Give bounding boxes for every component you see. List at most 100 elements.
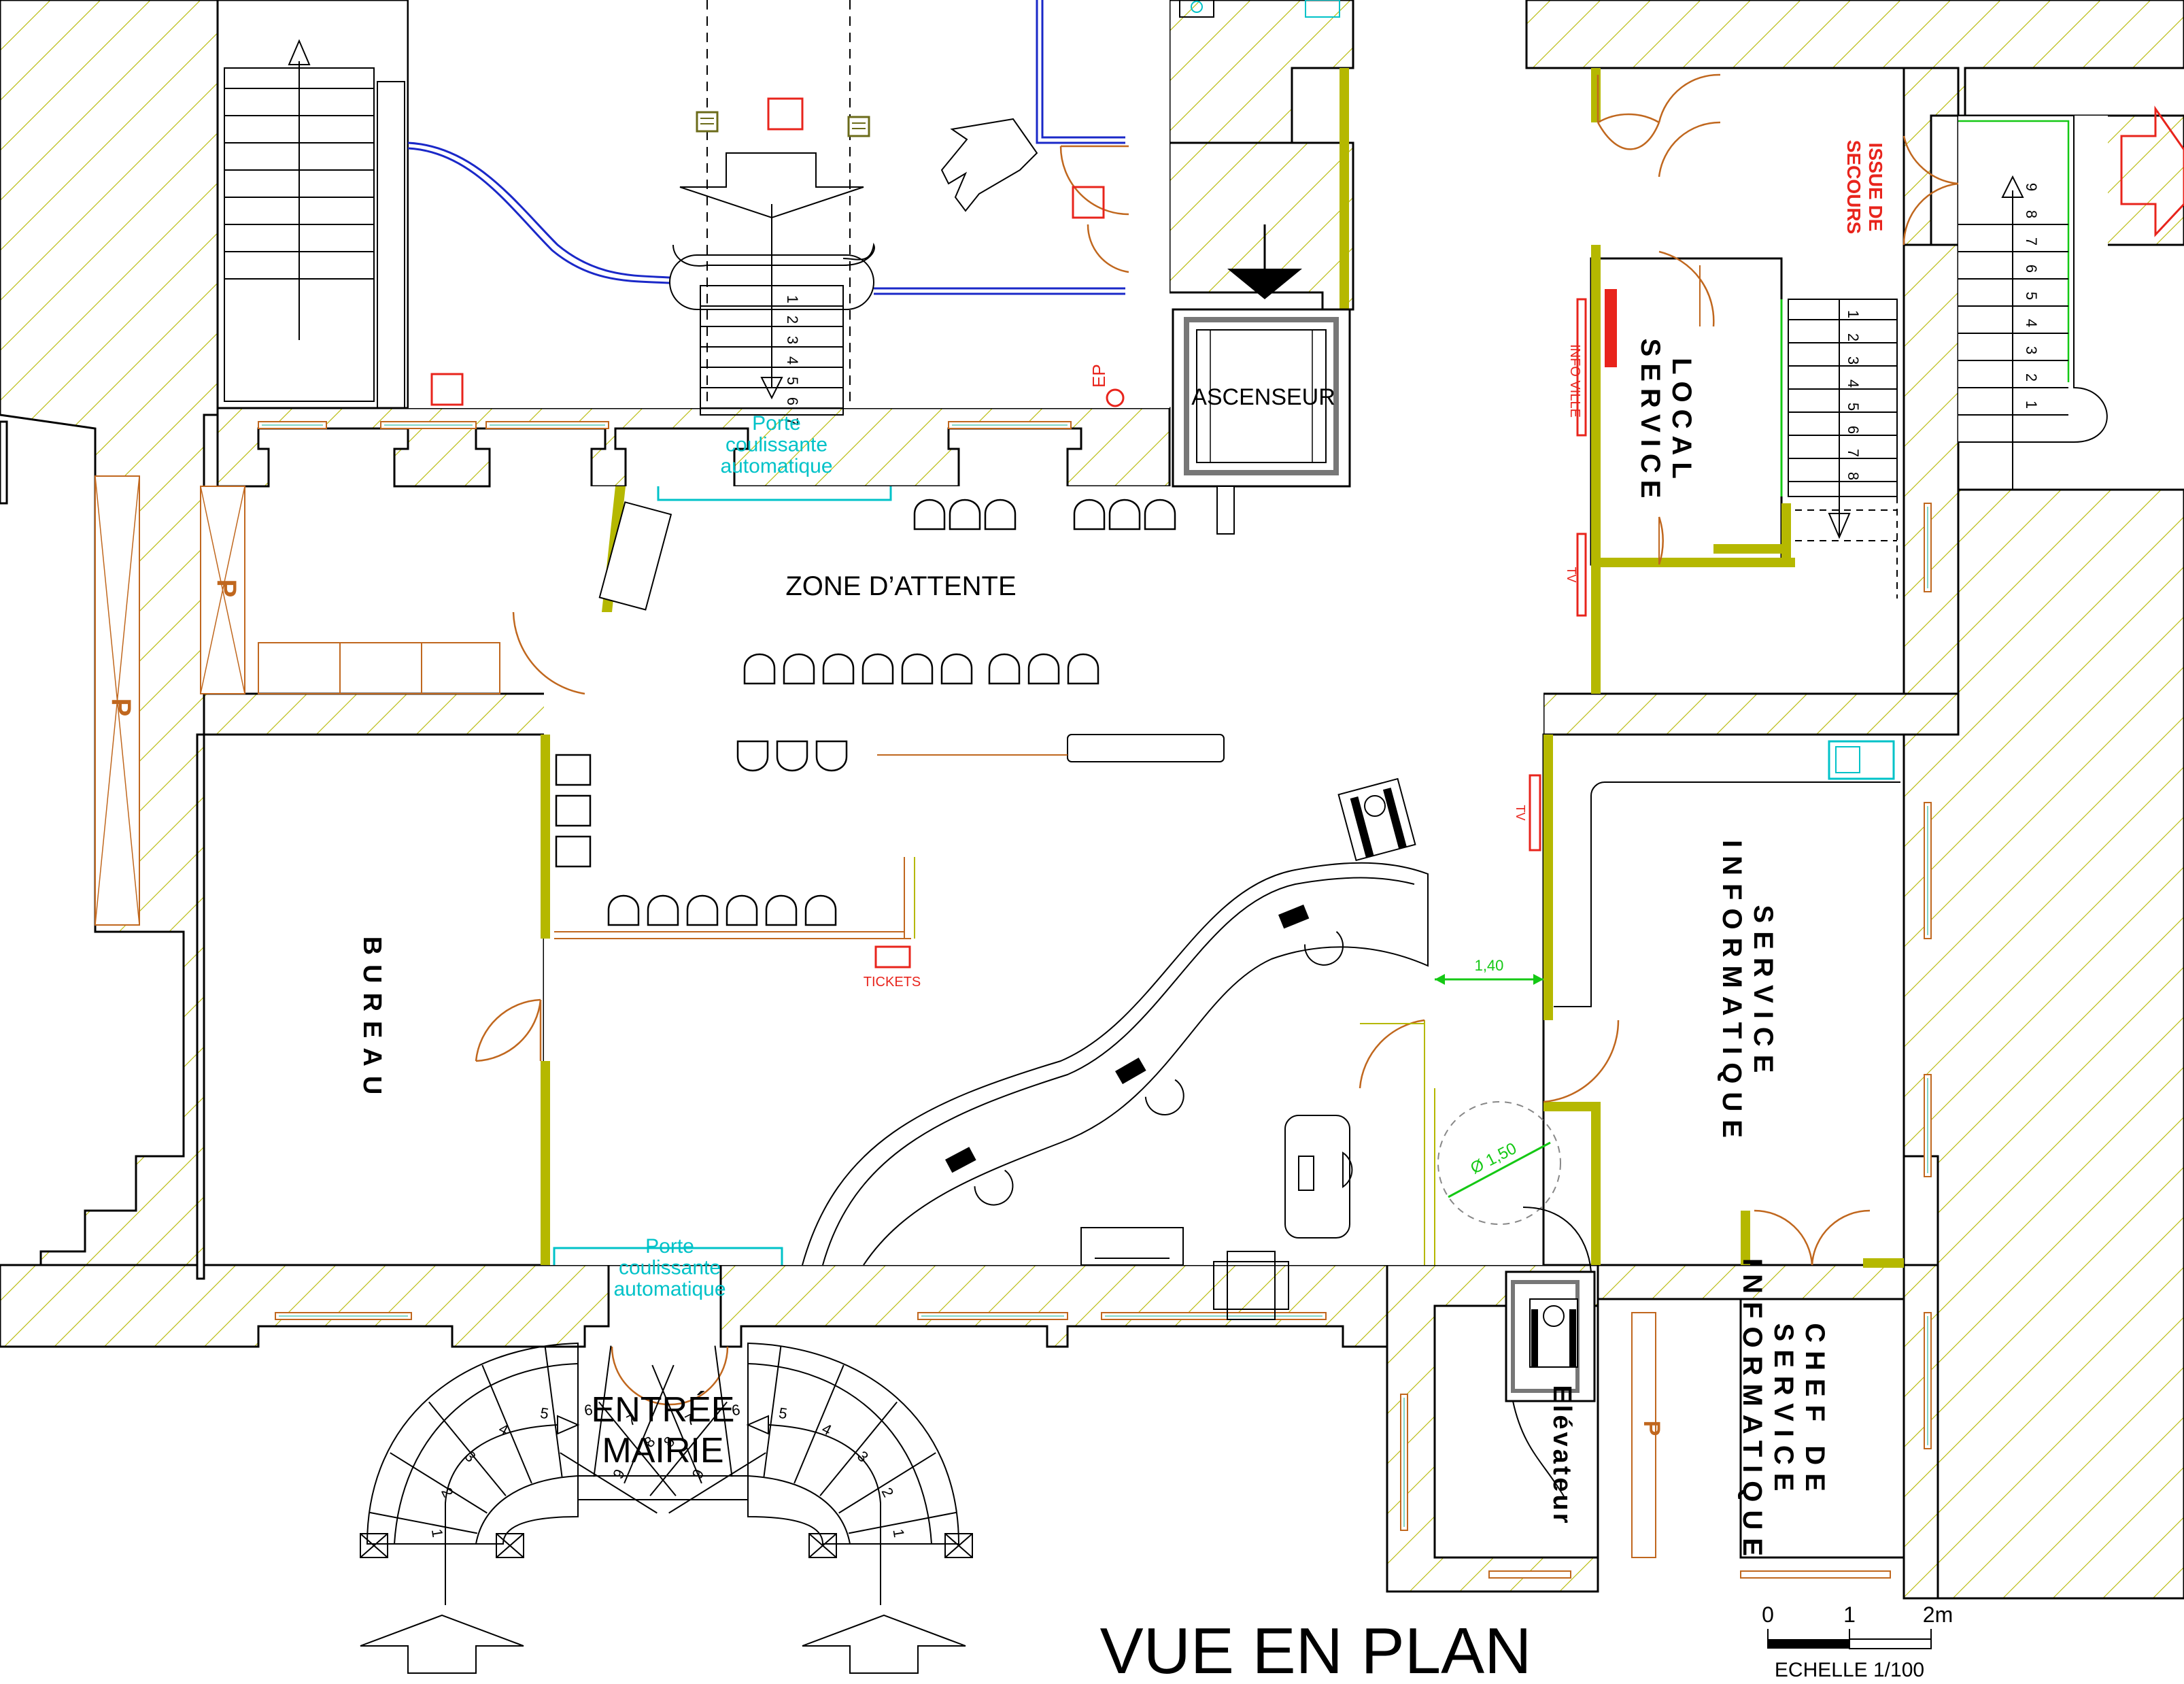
tv-label-local: TV [1565,567,1578,582]
central-stair-step: 6 [784,397,801,405]
entrance-stair-step-left: 5 [539,1404,550,1423]
central-stair-step: 3 [784,336,801,344]
scale-tick-1: 1 [1843,1602,1856,1627]
entrance-stair-step-left: 1 [428,1528,447,1538]
tickets-label: TICKETS [864,975,921,990]
lift-platform-label: Elévateur [1548,1385,1576,1526]
desk-chair [974,1169,1014,1206]
exit-stair-step: 7 [2023,237,2040,246]
waiting-chair [726,894,758,926]
partition-walls [541,68,1904,1268]
waiting-chair [804,894,837,926]
waiting-chair [913,499,946,531]
waiting-chair [736,740,769,772]
entrance-stair-step-right: 1 [889,1528,908,1538]
ep-label: EP [1089,364,1109,388]
info-ville-label: INFO VILLE [1567,344,1582,418]
placard-label-left: P [106,698,136,717]
central-stair-step: 1 [784,295,801,303]
waiting-chair [647,894,679,926]
placard-label-upper: P [211,579,241,598]
waiting-chair [1067,653,1099,685]
exit-stair-step: 2 [2023,373,2040,382]
waiting-chair [555,754,592,786]
lower-furniture [1080,1019,1620,1320]
waiting-chair [555,835,592,868]
exit-stair-step: 6 [2023,265,2040,273]
placard-label-chief: P [1639,1421,1665,1436]
exit-stair-step: 5 [2023,292,2040,300]
local-service: INFO VILLE TV LOCALSERVICE [1565,73,1721,617]
upper-left-stair [224,39,405,409]
waiting-chair [1027,653,1060,685]
waiting-chair [949,499,981,531]
lift-platform[interactable]: Elévateur [1505,1207,1596,1526]
waiting-chair [988,653,1021,685]
passage-width-text: 1,40 [1475,957,1504,974]
scale-tick-0: 0 [1762,1602,1774,1627]
scale-tick-2: 2m [1923,1602,1953,1627]
local-stair-step: 4 [1845,380,1862,388]
local-stair-step: 2 [1845,333,1862,341]
waiting-seats [555,499,1176,926]
entrance-label-2: MAIRIE [602,1431,723,1470]
scale-caption: ECHELLE 1/100 [1775,1659,1924,1681]
local-stair-step: 7 [1845,449,1862,457]
central-stair-step: 2 [784,316,801,324]
waiting-chair [1073,499,1106,531]
tv-label-it: TV [1514,805,1527,820]
waiting-left-door[interactable] [258,501,672,695]
central-stair-step: 5 [784,377,801,385]
entrance-stair-step-left: 3 [461,1447,479,1465]
computer-icon [944,1147,976,1173]
emergency-exit-label: ISSUE DESECOURS [1843,140,1886,234]
waiting-chair [1144,499,1176,531]
scale-bar: 0 1 2m ECHELLE 1/100 [1762,1602,1953,1681]
waiting-chair [815,740,848,772]
waiting-chair [607,894,640,926]
elevator-label: ASCENSEUR [1191,384,1335,410]
local-stair-step: 3 [1845,356,1862,365]
waiting-chair [776,740,808,772]
entrance-stair-step-right: 6 [730,1401,741,1419]
entrance-stair-step-left: 6 [583,1401,594,1419]
bureau-label: BUREAU [358,937,386,1105]
network-ducts [407,0,1125,295]
ep-marker [1106,388,1125,407]
exit-arrow-icon [2120,105,2184,237]
computer-icon [1115,1058,1146,1085]
waiting-zone-label: ZONE D’ATTENTE [785,571,1016,601]
it-chief-label: CHEF DESERVICEINFORMATIQUE [1737,1258,1830,1564]
tickets-bench: TICKETS [554,857,921,990]
it-service-label: SERVICEINFORMATIQUE [1717,840,1778,1146]
exit-stair-step: 4 [2023,319,2040,327]
top-right-doors[interactable] [1059,0,1340,273]
exit-stair-step: 3 [2023,346,2040,354]
central-stair-step: 7 [784,418,801,426]
local-stair-step: 1 [1845,310,1862,318]
central-stair-step: 4 [784,356,801,365]
elevator[interactable]: ASCENSEUR [1172,224,1351,488]
waiting-chair [901,653,934,685]
exit-stair-step: 8 [2023,210,2040,218]
wheelchair-icon [1337,777,1416,862]
bureau-door[interactable] [475,998,542,1062]
waiting-chair [1108,499,1141,531]
waiting-chair [765,894,798,926]
computer-icon [1278,905,1310,929]
it-chief-office: CHEF DESERVICEINFORMATIQUE P [1631,1258,1830,1564]
desk-chair [1304,931,1344,966]
plan-title: VUE EN PLAN [1100,1615,1532,1684]
waiting-chair [555,794,592,827]
windows [258,421,1932,1579]
waiting-chair [822,653,855,685]
waiting-chair [861,653,894,685]
desk-chair [1144,1079,1184,1116]
